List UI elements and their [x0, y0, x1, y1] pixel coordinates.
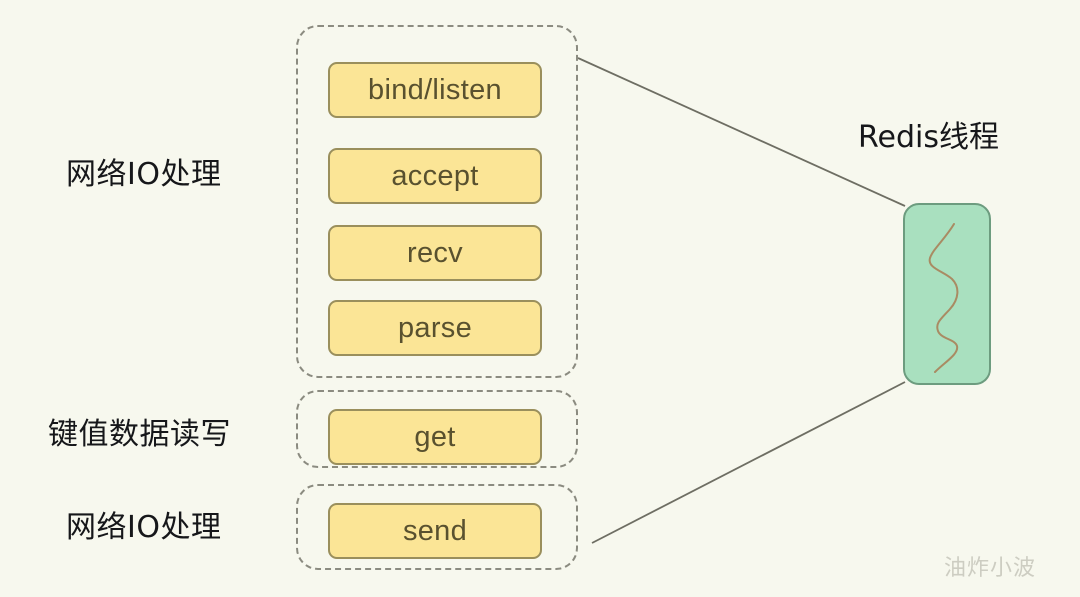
redis-thread-node[interactable] — [903, 203, 991, 385]
keyvalue-group — [296, 390, 578, 468]
stage-label-network-io-write: 网络IO处理 — [66, 510, 222, 545]
op-box-recv[interactable]: recv — [328, 225, 542, 281]
watermark-text: 油炸小波 — [944, 556, 1037, 581]
redis-thread-title: Redis线程 — [858, 120, 999, 155]
op-box-send[interactable]: send — [328, 503, 542, 559]
top-connector-line — [577, 57, 906, 207]
stage-label-network-io-read: 网络IO处理 — [66, 157, 222, 192]
stage-label-keyvalue-readwrite: 键值数据读写 — [48, 417, 231, 452]
network-io-read-group — [296, 25, 578, 378]
op-box-get[interactable]: get — [328, 409, 542, 465]
network-io-write-group — [296, 484, 578, 570]
op-box-bind-listen[interactable]: bind/listen — [328, 62, 542, 118]
op-box-parse[interactable]: parse — [328, 300, 542, 356]
op-box-accept[interactable]: accept — [328, 148, 542, 204]
bottom-connector-line — [591, 381, 906, 544]
thread-squiggle-icon — [928, 223, 959, 373]
